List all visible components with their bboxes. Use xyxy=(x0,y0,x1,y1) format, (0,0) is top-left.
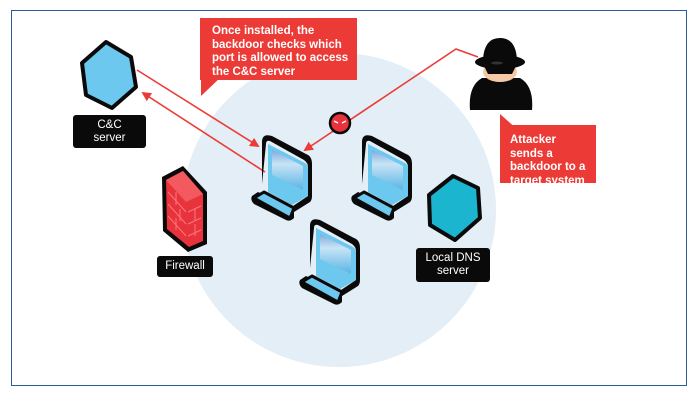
arrow-cc-to-target xyxy=(136,69,260,148)
cc-server-label: C&C server xyxy=(73,115,146,148)
firewall-label: Firewall xyxy=(157,256,213,277)
firewall-label-text: Firewall xyxy=(165,260,205,272)
network-zone xyxy=(182,53,496,367)
attacker-icon xyxy=(469,38,533,110)
backdoor-malware-icon xyxy=(328,111,352,135)
cc-server-label-text: C&C server xyxy=(93,118,126,144)
arrow-target-to-cc xyxy=(141,91,266,173)
callout-1-tail xyxy=(201,76,222,96)
dns-server-label: Local DNS server xyxy=(416,248,490,282)
laptop-2-icon xyxy=(351,135,412,221)
target-laptop-icon xyxy=(251,135,312,221)
dns-server-label-text: Local DNS server xyxy=(425,252,481,277)
firewall-icon xyxy=(162,166,207,252)
callout-attacker-sends: Attacker sends a backdoor to a target sy… xyxy=(500,125,596,187)
dns-server-icon xyxy=(427,174,482,242)
callout-backdoor-port-check-text: Once installed, the backdoor checks whic… xyxy=(212,25,349,78)
cc-server-icon xyxy=(80,40,138,110)
callout-backdoor-port-check: Once installed, the backdoor checks whic… xyxy=(200,18,357,80)
callout-attacker-sends-text: Attacker sends a backdoor to a target sy… xyxy=(510,134,586,187)
arrow-attacker-to-target xyxy=(303,48,479,152)
laptop-3-icon xyxy=(299,219,360,305)
